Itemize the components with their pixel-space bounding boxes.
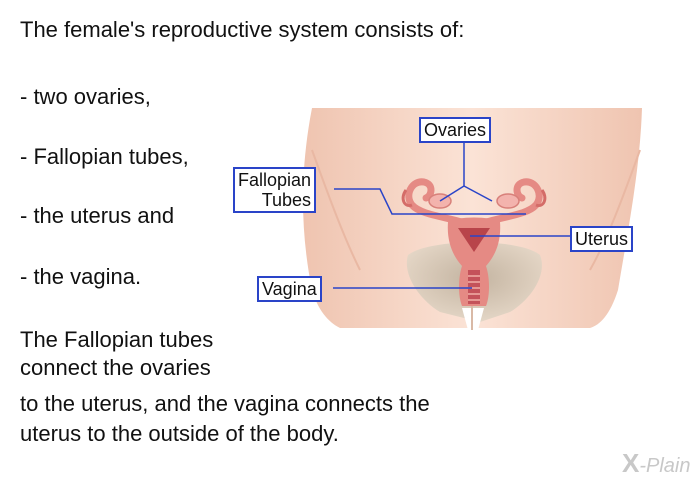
logo-mark: X xyxy=(622,448,640,478)
list-item-vagina: - the vagina. xyxy=(20,264,142,289)
list-item-uterus: - the uterus and xyxy=(20,203,175,228)
paragraph-line: The Fallopian tubes xyxy=(20,327,214,352)
uterine-cavity xyxy=(458,228,490,252)
logo-text: -Plain xyxy=(639,455,691,477)
xplain-logo: X-Plain xyxy=(622,448,690,479)
label-fallopian-line-1: Fallopian xyxy=(238,170,312,190)
label-fallopian-tubes: Fallopian Tubes xyxy=(233,167,317,213)
label-uterus: Uterus xyxy=(570,226,634,252)
paragraph-line: uterus to the outside of the body. xyxy=(20,421,339,446)
label-fallopian-line-2: Tubes xyxy=(261,190,312,210)
label-ovaries: Ovaries xyxy=(419,117,492,143)
paragraph-line: to the uterus, and the vagina connects t… xyxy=(20,391,430,416)
hip-contour-left xyxy=(311,149,361,271)
hip-contour-right xyxy=(589,149,641,271)
label-vagina: Vagina xyxy=(257,276,322,302)
right-ovary xyxy=(496,193,520,209)
paragraph-line: connect the ovaries xyxy=(20,355,211,380)
intro-text: The female's reproductive system consist… xyxy=(20,17,465,42)
list-item-fallopian-tubes: - Fallopian tubes, xyxy=(20,144,189,169)
leader-lines xyxy=(333,143,571,289)
list-item-ovaries: - two ovaries, xyxy=(20,84,151,109)
